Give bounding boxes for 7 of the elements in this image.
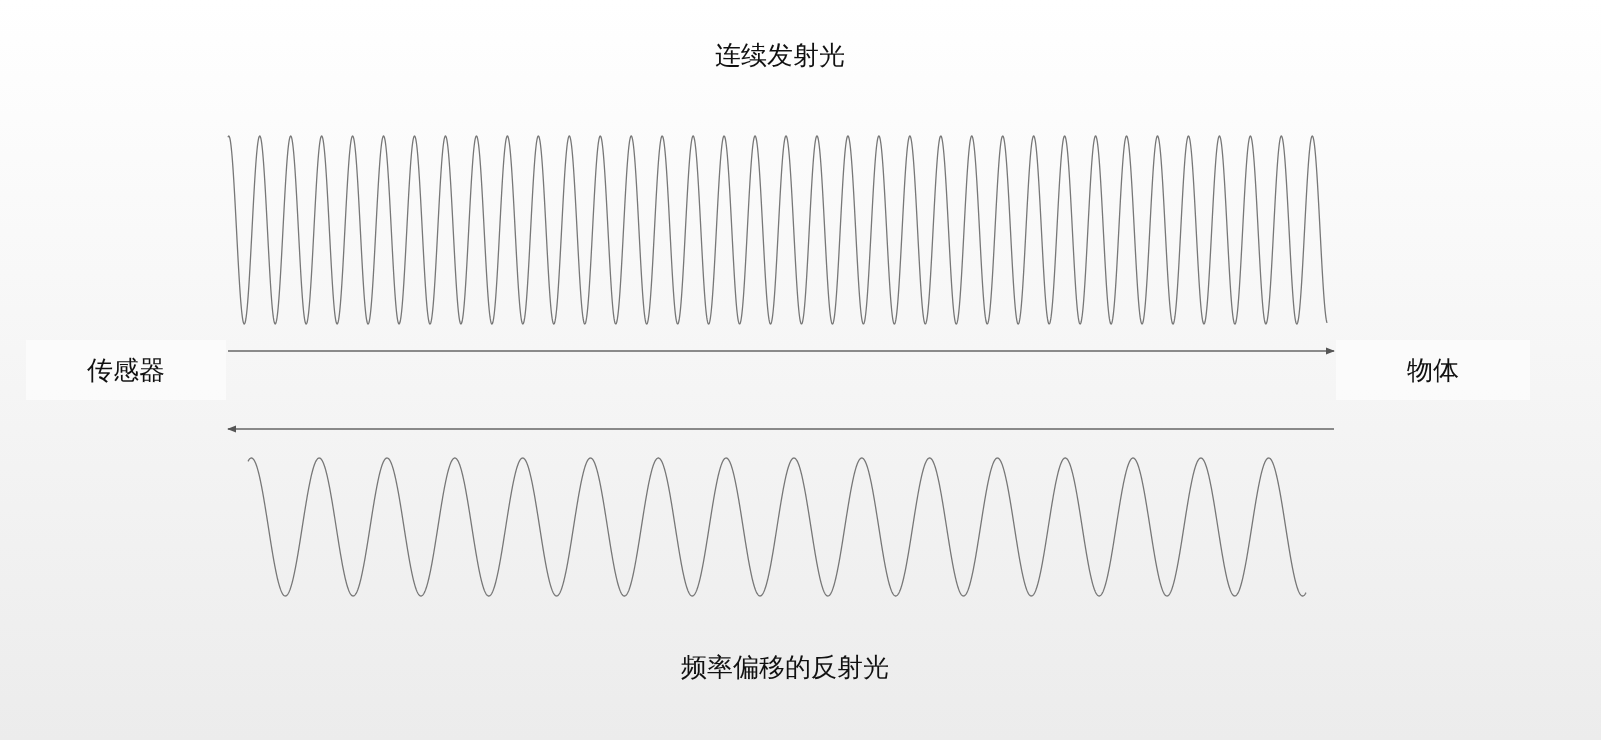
caption-text: 频率偏移的反射光	[681, 651, 889, 684]
caption-text: 连续发射光	[715, 39, 845, 72]
label-panel	[1336, 340, 1530, 400]
node-label: 传感器	[87, 353, 165, 387]
arrow	[227, 425, 1335, 433]
node-label: 物体	[1407, 353, 1459, 387]
arrow	[227, 347, 1335, 355]
